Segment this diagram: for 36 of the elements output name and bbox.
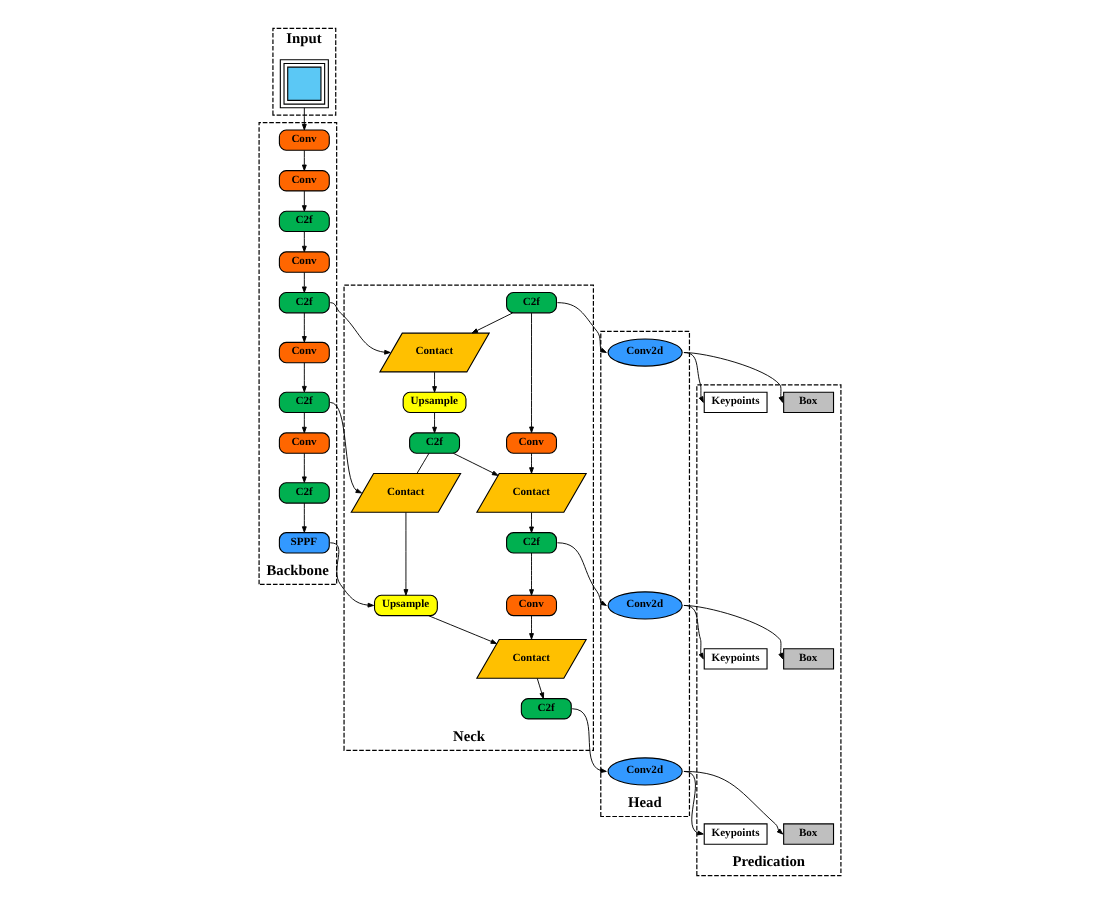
arrow	[301, 190, 307, 212]
arrow	[529, 452, 534, 474]
arrow	[683, 352, 784, 403]
arrow	[471, 312, 514, 334]
arrow	[301, 312, 307, 343]
arrow	[683, 770, 784, 835]
arrow	[529, 552, 534, 596]
arrow	[301, 231, 307, 253]
arrow	[432, 412, 437, 434]
arrow	[301, 362, 307, 393]
arrow	[683, 770, 704, 836]
arrow	[329, 302, 391, 355]
cluster: Input	[272, 27, 337, 116]
arrow	[529, 615, 534, 640]
arrow	[683, 352, 704, 403]
arrow	[529, 512, 534, 533]
arrow	[432, 371, 437, 393]
arrow	[301, 502, 307, 533]
arrow	[683, 605, 704, 660]
connector	[416, 452, 430, 474]
arrow	[403, 511, 409, 596]
arrow	[452, 452, 499, 476]
arrow	[301, 271, 307, 293]
arrow	[301, 149, 307, 171]
arrow	[329, 542, 375, 608]
arrow	[556, 302, 607, 353]
arrow	[329, 401, 363, 494]
arrow	[301, 412, 307, 434]
arrow	[571, 708, 607, 773]
arrow	[529, 312, 534, 433]
arrow	[301, 107, 307, 131]
arrow	[536, 678, 545, 699]
arrow	[428, 615, 498, 645]
arrow	[683, 605, 784, 660]
arrow	[556, 542, 607, 606]
arrow	[301, 452, 307, 483]
